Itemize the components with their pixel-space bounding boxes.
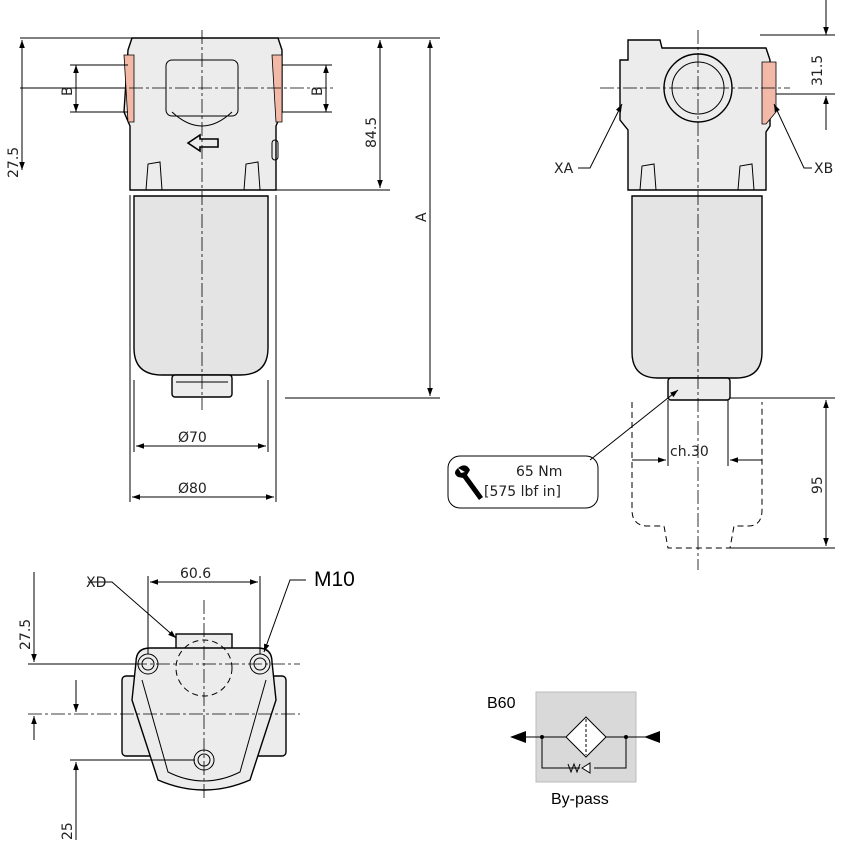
filter-bowl (133, 195, 269, 376)
port-xa-label: XA (554, 161, 574, 177)
symbol-code: B60 (487, 695, 516, 712)
dim-84-5: 84.5 (364, 117, 380, 148)
dim-27-5: 27.5 (6, 147, 22, 178)
front-view: 27.5 B B 84.5 A Ø70 Ø80 (6, 30, 440, 502)
dim-25: 25 (60, 822, 76, 840)
dim-a: A (414, 212, 430, 222)
dim-d70: Ø70 (178, 430, 207, 446)
dim-31-5: 31.5 (810, 55, 826, 86)
wrench-size: ch.30 (670, 444, 709, 460)
bottom-view: 60.6 XD M10 27.5 25 (18, 566, 355, 840)
port-xb-label: XB (814, 161, 833, 177)
dim-d80: Ø80 (178, 481, 207, 497)
thread-label: M10 (314, 568, 355, 591)
side-view: 31.5 XA XB 65 Nm [575 lbf in] ch.30 95 (447, 0, 835, 570)
bypass-symbol: B60 By-pass (487, 691, 660, 808)
dim-95: 95 (810, 476, 826, 494)
torque-callout: 65 Nm [575 lbf in] (447, 455, 599, 509)
dim-27-5-bottom: 27.5 (18, 619, 34, 650)
torque-imperial: [575 lbf in] (484, 484, 561, 500)
flow-arrow-icon (186, 133, 219, 153)
dim-b-right: B (310, 86, 326, 96)
dim-60-6: 60.6 (180, 566, 211, 582)
dim-b-left: B (60, 86, 76, 96)
torque-value: 65 Nm (516, 464, 562, 480)
port-xd-label: XD (86, 575, 106, 591)
symbol-caption: By-pass (551, 791, 609, 808)
wrench-icon (455, 465, 483, 500)
